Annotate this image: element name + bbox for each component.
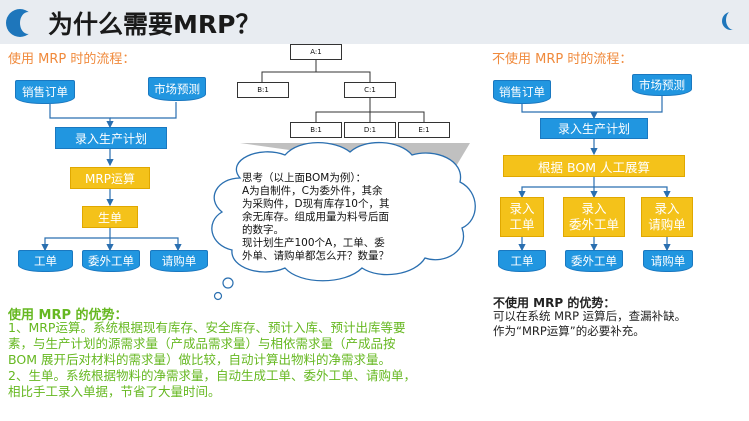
right-enter-work-line2: 工单 (509, 217, 535, 232)
right-enter-work-order-box: 录入 工单 (500, 197, 544, 237)
left-mrp-calc-box: MRP运算 (70, 167, 150, 189)
header-badge-cutout (20, 12, 36, 34)
bom-node-c: C:1 (344, 82, 396, 98)
moon-icon-cutout (726, 10, 742, 30)
right-enter-plan-box: 录入生产计划 (540, 118, 648, 139)
bom-node-a: A:1 (290, 44, 342, 60)
left-market-forecast-box: 市场预测 (148, 77, 206, 101)
mrp-advantage-line: 2、生单。系统根据物料的净需求量，自动生成工单、委外工单、请购单， (8, 368, 416, 383)
mrp-advantage-title: 使用 MRP 的优势： (8, 308, 128, 323)
left-generate-box: 生单 (82, 206, 138, 228)
right-work-order-box: 工单 (498, 250, 546, 272)
right-enter-request-box: 录入 请购单 (641, 197, 693, 237)
cloud-line: 为采购件，D现有库存10个，其 (242, 198, 390, 210)
cloud-line: 外单、请购单都怎么开？数量？ (242, 250, 389, 262)
left-sales-order-box: 销售订单 (15, 80, 75, 104)
cloud-line: 余无库存。组成用量为料号后面 (242, 211, 389, 223)
left-enter-plan-box: 录入生产计划 (55, 127, 167, 149)
thinking-cloud-text: 思考（以上面BOM为例）： A为自制件，C为委外件，其余 为采购件，D现有库存1… (242, 172, 442, 263)
bom-node-b2: B:1 (290, 122, 342, 138)
page-title: 为什么需要MRP？ (48, 10, 261, 39)
cloud-line: A为自制件，C为委外件，其余 (242, 185, 383, 197)
right-market-forecast-box: 市场预测 (632, 74, 692, 96)
right-purchase-request-box: 请购单 (643, 250, 693, 272)
no-mrp-advantage-line: 可以在系统 MRP 运算后，查漏补缺。 (493, 309, 687, 323)
right-enter-out-line2: 委外工单 (568, 217, 619, 232)
mrp-advantage-line: 素，与生产计划的源需求量（产成品需求量）与相依需求量（产成品按 (8, 336, 396, 351)
cloud-line: 现计划生产100个A，工单、委 (242, 237, 385, 249)
right-enter-req-line2: 请购单 (648, 217, 686, 232)
cloud-line: 的数字。 (242, 224, 284, 236)
right-outsource-order-box: 委外工单 (565, 250, 623, 272)
right-enter-out-line1: 录入 (581, 201, 607, 216)
left-flow-caption: 使用 MRP 时的流程： (8, 52, 136, 67)
right-sales-order-box: 销售订单 (493, 80, 551, 104)
right-enter-outsource-box: 录入 委外工单 (563, 197, 625, 237)
left-work-order-box: 工单 (18, 250, 73, 272)
left-outsource-order-box: 委外工单 (82, 250, 140, 272)
cloud-line: 思考（以上面BOM为例）： (242, 172, 367, 184)
right-enter-work-line1: 录入 (509, 201, 535, 216)
bom-node-b: B:1 (237, 82, 289, 98)
mrp-advantage-line: 1、MRP运算。系统根据现有库存、安全库存、预计入库、预计出库等要 (8, 320, 406, 335)
no-mrp-advantage-body: 可以在系统 MRP 运算后，查漏补缺。 作为“MRP运算”的必要补充。 (493, 309, 743, 339)
mrp-advantage-line: BOM 展开后对材料的需求量）做比较，自动计算出物料的净需求量。 (8, 352, 391, 367)
header-bar (0, 0, 749, 44)
right-manual-expand-box: 根据 BOM 人工展算 (503, 155, 685, 177)
bom-node-d: D:1 (344, 122, 396, 138)
no-mrp-advantage-line: 作为“MRP运算”的必要补充。 (493, 324, 645, 338)
left-purchase-request-box: 请购单 (150, 250, 208, 272)
bom-node-e: E:1 (398, 122, 450, 138)
mrp-advantage-line: 相比手工录入单据，节省了大量时间。 (8, 384, 221, 399)
no-mrp-advantage-title: 不使用 MRP 的优势： (493, 296, 616, 310)
right-flow-caption: 不使用 MRP 时的流程： (492, 52, 633, 67)
mrp-advantage-body: 1、MRP运算。系统根据现有库存、安全库存、预计入库、预计出库等要 素，与生产计… (8, 320, 478, 400)
right-enter-req-line1: 录入 (654, 201, 680, 216)
